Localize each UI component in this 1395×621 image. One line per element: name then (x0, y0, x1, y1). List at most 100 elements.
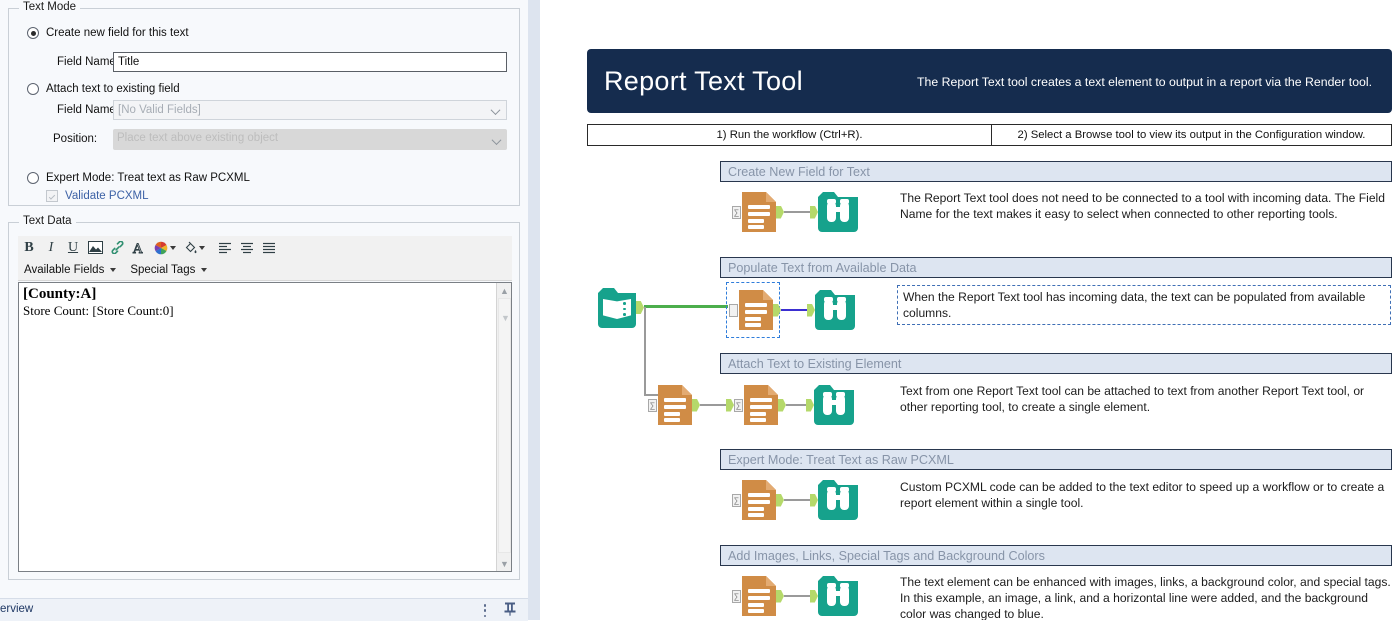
position-select-value: Place text above existing object (117, 132, 279, 144)
text-color-icon[interactable] (150, 237, 172, 258)
chevron-down-icon (493, 135, 501, 143)
align-center-icon[interactable] (236, 237, 258, 258)
connection-3b (778, 398, 814, 412)
radio-create-new-field-control[interactable] (27, 27, 39, 39)
align-justify-icon[interactable] (258, 237, 280, 258)
font-icon[interactable]: A (128, 237, 150, 258)
input-anchor-icon: ∑ (734, 398, 743, 412)
browse-tool-icon[interactable] (818, 576, 858, 616)
insert-link-icon[interactable] (106, 237, 128, 258)
connection-2 (773, 303, 815, 317)
text-mode-group: Text Mode Create new field for this text… (8, 1, 520, 206)
connection-gray-wire-horizontal (644, 394, 664, 396)
page-title: Report Text Tool (604, 66, 803, 96)
browse-tool-icon[interactable] (815, 290, 855, 330)
field-name-input[interactable] (113, 52, 507, 72)
special-tags-menu[interactable]: Special Tags (130, 263, 196, 276)
more-vertical-icon[interactable] (483, 604, 487, 617)
align-left-icon[interactable] (214, 237, 236, 258)
report-text-tool-icon[interactable] (658, 385, 692, 425)
scrollbar-thumb[interactable]: ▼ (498, 298, 511, 553)
section-heading-populate-text: Populate Text from Available Data (720, 257, 1392, 278)
section-heading-expert-mode: Expert Mode: Treat Text as Raw PCXML (720, 449, 1392, 470)
input-port-icon (810, 205, 818, 219)
overview-tab-label[interactable]: erview (0, 603, 34, 615)
fields-menu-bar: Available Fields Special Tags (18, 259, 512, 281)
position-select[interactable]: Place text above existing object (113, 129, 507, 150)
book-dots-icon (623, 302, 626, 319)
input-anchor-icon: ∑ (732, 205, 741, 219)
configuration-panel: Text Mode Create new field for this text… (0, 0, 528, 621)
radio-expert-mode-label: Expert Mode: Treat text as Raw PCXML (46, 172, 250, 184)
connection-4 (776, 493, 818, 507)
panel-divider[interactable] (528, 0, 540, 620)
browse-tool-icon[interactable] (818, 480, 858, 520)
scroll-down-arrow-icon[interactable]: ▼ (500, 558, 509, 569)
browse-tool-icon[interactable] (814, 385, 854, 425)
browse-tool-icon[interactable] (818, 192, 858, 232)
workflow-icons-create-new-field: ∑ (732, 192, 858, 232)
input-anchor-icon: ∑ (732, 589, 741, 603)
radio-expert-mode-control[interactable] (27, 172, 39, 184)
report-text-tool-icon[interactable] (742, 480, 776, 520)
fill-color-icon[interactable] (179, 237, 201, 258)
checkbox-validate-pcxml-control[interactable] (46, 190, 58, 202)
available-fields-menu[interactable]: Available Fields (24, 263, 105, 276)
fill-color-dropdown-caret-icon[interactable] (199, 245, 205, 250)
field-name-label-2: Field Name: (57, 104, 119, 116)
hero-banner: Report Text Tool The Report Text tool cr… (587, 49, 1392, 113)
input-anchor-icon: ∑ (732, 493, 741, 507)
step-2: 2) Select a Browse tool to view its outp… (992, 124, 1392, 146)
report-text-tool-icon[interactable] (742, 576, 776, 616)
workflow-icons-attach-text: ∑ ∑ (648, 385, 854, 425)
position-label: Position: (53, 133, 98, 145)
text-editor-scrollbar[interactable]: ▲ ▼ ▼ (496, 283, 511, 571)
connection-1 (776, 205, 818, 219)
step-1: 1) Run the workflow (Ctrl+R). (587, 124, 992, 146)
connection-green-wire (644, 305, 728, 308)
section-body-populate-text: When the Report Text tool has incoming d… (897, 285, 1391, 325)
tool-help-panel: Report Text Tool The Report Text tool cr… (540, 0, 1395, 620)
underline-icon[interactable]: U (67, 239, 79, 255)
rich-text-toolbar: B I U A (18, 236, 512, 260)
radio-attach-existing-field-control[interactable] (27, 83, 39, 95)
section-heading-attach-text: Attach Text to Existing Element (720, 353, 1392, 374)
text-data-group: Text Data B I U A (8, 215, 520, 580)
text-editor[interactable]: [County:A] Store Count: [Store Count:0] … (18, 282, 512, 572)
output-port-icon (778, 398, 786, 412)
italic-icon[interactable]: I (48, 239, 54, 255)
bold-icon[interactable]: B (24, 239, 34, 255)
section-body-add-images: The text element can be enhanced with im… (900, 575, 1391, 620)
input-port-icon (810, 589, 818, 603)
insert-image-icon[interactable] (84, 237, 106, 258)
text-color-dropdown-caret-icon[interactable] (170, 245, 176, 250)
existing-field-select-value: [No Valid Fields] (118, 104, 201, 116)
checkbox-validate-pcxml[interactable]: Validate PCXML (46, 190, 149, 202)
text-editor-line-2: Store Count: [Store Count:0] (23, 303, 174, 318)
existing-field-select[interactable]: [No Valid Fields] (113, 100, 507, 120)
workflow-icons-populate-text (729, 290, 855, 330)
radio-create-new-field[interactable]: Create new field for this text (27, 27, 189, 39)
text-data-group-title: Text Data (19, 215, 76, 227)
connection-3a (692, 398, 734, 412)
field-name-label-1: Field Name: (57, 56, 119, 68)
report-text-tool-icon[interactable] (742, 192, 776, 232)
chevron-down-icon (492, 106, 500, 114)
section-heading-add-images: Add Images, Links, Special Tags and Back… (720, 545, 1392, 566)
section-body-expert-mode: Custom PCXML code can be added to the te… (900, 480, 1385, 510)
pin-icon[interactable] (504, 602, 516, 619)
section-body-create-new-field: The Report Text tool does not need to be… (900, 191, 1385, 221)
radio-expert-mode[interactable]: Expert Mode: Treat text as Raw PCXML (27, 172, 250, 184)
report-text-tool-icon[interactable] (744, 385, 778, 425)
input-port-icon (726, 398, 734, 412)
report-text-tool-icon[interactable] (739, 290, 773, 330)
text-mode-group-title: Text Mode (19, 1, 81, 13)
text-editor-line-1: [County:A] (23, 286, 97, 302)
scroll-up-arrow-icon[interactable]: ▲ (500, 285, 509, 296)
input-data-tool-icon[interactable] (598, 288, 636, 328)
radio-attach-existing-field[interactable]: Attach text to existing field (27, 83, 180, 95)
steps-bar: 1) Run the workflow (Ctrl+R). 2) Select … (587, 124, 1392, 146)
connection-gray-wire-vertical (644, 307, 646, 395)
available-fields-caret-icon[interactable] (110, 267, 117, 272)
special-tags-caret-icon[interactable] (201, 267, 208, 272)
